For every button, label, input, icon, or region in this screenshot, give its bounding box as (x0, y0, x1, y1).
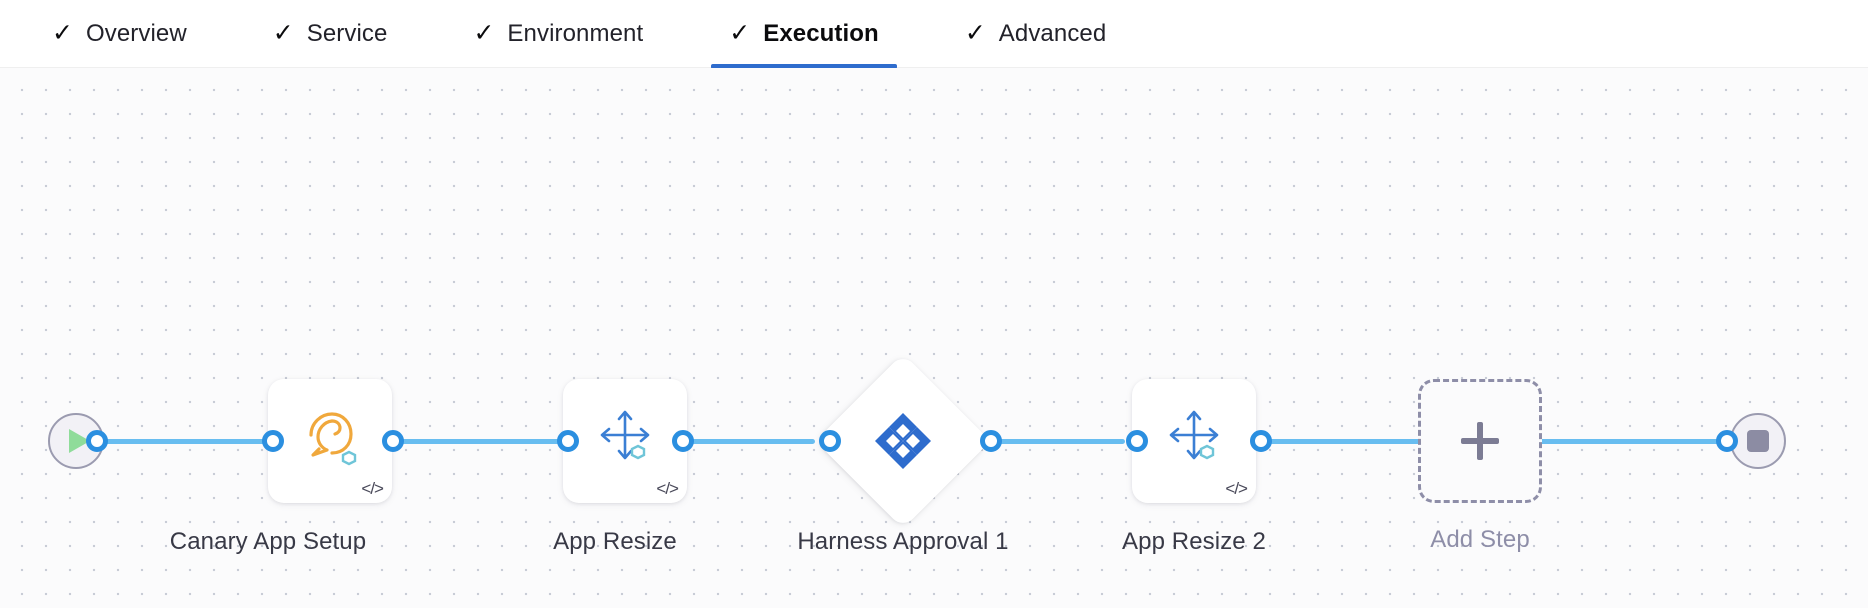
connector-dot[interactable] (819, 430, 841, 452)
connector-dot[interactable] (86, 430, 108, 452)
connector-dot[interactable] (382, 430, 404, 452)
connector-line (90, 439, 280, 444)
tab-label: Service (306, 19, 388, 47)
check-icon: ✓ (729, 19, 751, 47)
step-label-app-resize-2: App Resize 2 (1122, 528, 1266, 555)
harness-logo-icon (873, 411, 933, 471)
connector-line (670, 439, 815, 444)
connector-line (1250, 439, 1455, 444)
connector-dot[interactable] (1250, 430, 1272, 452)
check-icon: ✓ (52, 19, 73, 47)
tab-execution[interactable]: ✓ Execution (711, 0, 897, 69)
step-label-app-resize: App Resize (553, 528, 677, 555)
step-label-harness-approval-1: Harness Approval 1 (797, 528, 1009, 555)
connector-line (980, 439, 1125, 444)
resize-arrows-icon (1132, 405, 1256, 467)
tab-service[interactable]: ✓ Service (255, 0, 406, 68)
tab-label: Environment (507, 19, 644, 47)
step-label-canary-app-setup: Canary App Setup (169, 528, 367, 555)
step-node-app-resize[interactable]: </> (563, 379, 687, 503)
tab-advanced[interactable]: ✓ Advanced (947, 0, 1125, 68)
execution-graph-canvas[interactable]: </> Canary App Setup </> App Resize (0, 68, 1868, 608)
pipeline-studio-tabs: ✓ Overview ✓ Service ✓ Environment ✓ Exe… (0, 0, 1868, 69)
pipeline-end-node[interactable] (1730, 413, 1786, 469)
tab-overview[interactable]: ✓ Overview (34, 0, 205, 68)
code-badge-icon: </> (361, 479, 384, 498)
plus-icon (1477, 422, 1483, 460)
connector-line (380, 439, 570, 444)
check-icon: ✓ (473, 19, 495, 47)
tab-label: Execution (763, 19, 879, 47)
step-node-canary-app-setup[interactable]: </> (268, 379, 392, 503)
canary-bird-icon (268, 405, 392, 467)
connector-dot[interactable] (557, 430, 579, 452)
connector-dot[interactable] (262, 430, 284, 452)
code-badge-icon: </> (656, 479, 679, 498)
connector-dot[interactable] (672, 430, 694, 452)
code-badge-icon: </> (1225, 479, 1248, 498)
resize-arrows-icon (563, 405, 687, 467)
add-step-label: Add Step (1430, 526, 1530, 553)
check-icon: ✓ (964, 19, 986, 47)
connector-dot[interactable] (1126, 430, 1148, 452)
stop-icon (1747, 430, 1769, 452)
tab-label: Overview (85, 19, 187, 47)
check-icon: ✓ (272, 19, 294, 47)
connector-line (1538, 439, 1728, 444)
tab-label: Advanced (998, 19, 1107, 47)
add-step-button[interactable] (1418, 379, 1542, 503)
step-node-app-resize-2[interactable]: </> (1132, 379, 1256, 503)
connector-dot[interactable] (1716, 430, 1738, 452)
tab-environment[interactable]: ✓ Environment (455, 0, 661, 68)
connector-dot[interactable] (980, 430, 1002, 452)
play-icon (68, 429, 90, 453)
